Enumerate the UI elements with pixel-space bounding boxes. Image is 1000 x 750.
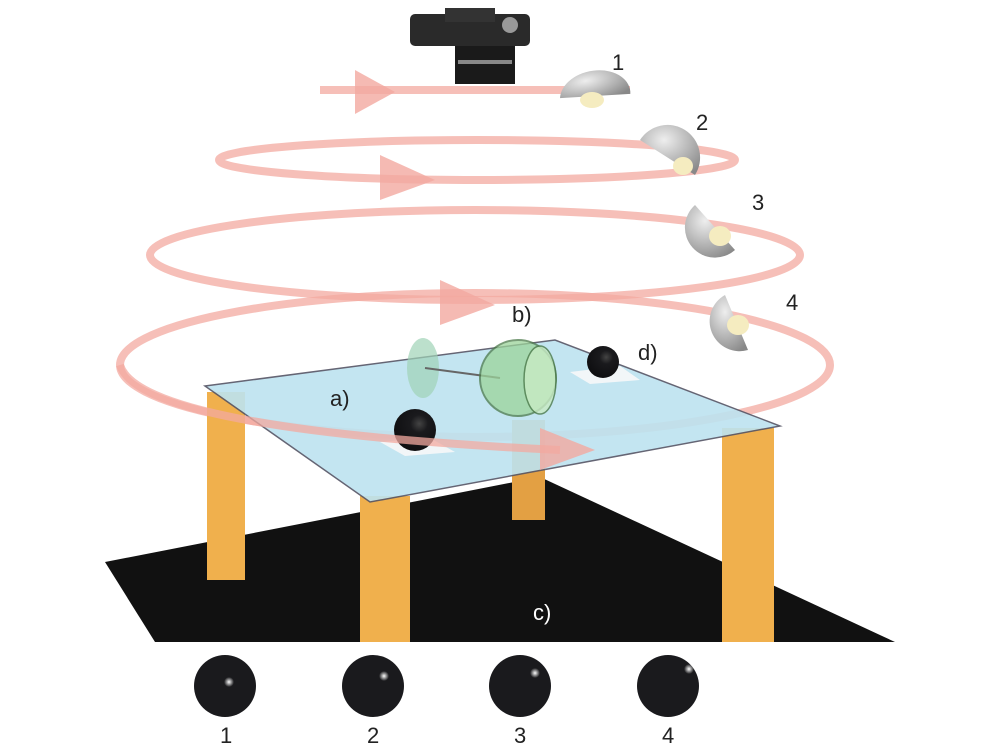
glass-object-opening	[523, 345, 557, 415]
result-sphere-3	[489, 655, 551, 717]
light-position-3	[684, 205, 735, 258]
floor	[105, 477, 895, 642]
label-d: d)	[638, 340, 658, 365]
direction-arrow-icon	[380, 155, 435, 200]
position-label-3: 3	[752, 190, 764, 215]
sphere-label-2: 2	[367, 723, 379, 748]
sphere-label-3: 3	[514, 723, 526, 748]
light-position-1	[560, 70, 631, 108]
orbit-ring-2	[215, 136, 739, 184]
position-label-4: 4	[786, 290, 798, 315]
light-position-2	[640, 124, 701, 175]
sphere-label-1: 1	[220, 723, 232, 748]
diffuser-disc	[407, 338, 439, 398]
direction-arrow-icon	[540, 428, 595, 470]
label-b: b)	[512, 302, 532, 327]
table-leg-front-left	[360, 496, 410, 642]
result-sphere-4	[637, 655, 699, 717]
direction-arrow-icon	[355, 70, 395, 114]
position-label-1: 1	[612, 50, 624, 75]
sphere-on-table-d	[587, 346, 619, 378]
orbit-ring-4-front	[116, 363, 561, 454]
result-sphere-2	[342, 655, 404, 717]
sphere-label-4: 4	[662, 723, 674, 748]
table-leg-front-right	[722, 428, 774, 642]
label-c: c)	[533, 600, 551, 625]
direction-arrow-icon	[440, 280, 495, 325]
camera-icon	[410, 8, 530, 84]
position-label-2: 2	[696, 110, 708, 135]
glass-table-top	[202, 339, 783, 503]
result-sphere-1	[194, 655, 256, 717]
table-leg-back-left	[207, 392, 245, 580]
label-a: a)	[330, 386, 350, 411]
light-position-4	[709, 295, 749, 352]
